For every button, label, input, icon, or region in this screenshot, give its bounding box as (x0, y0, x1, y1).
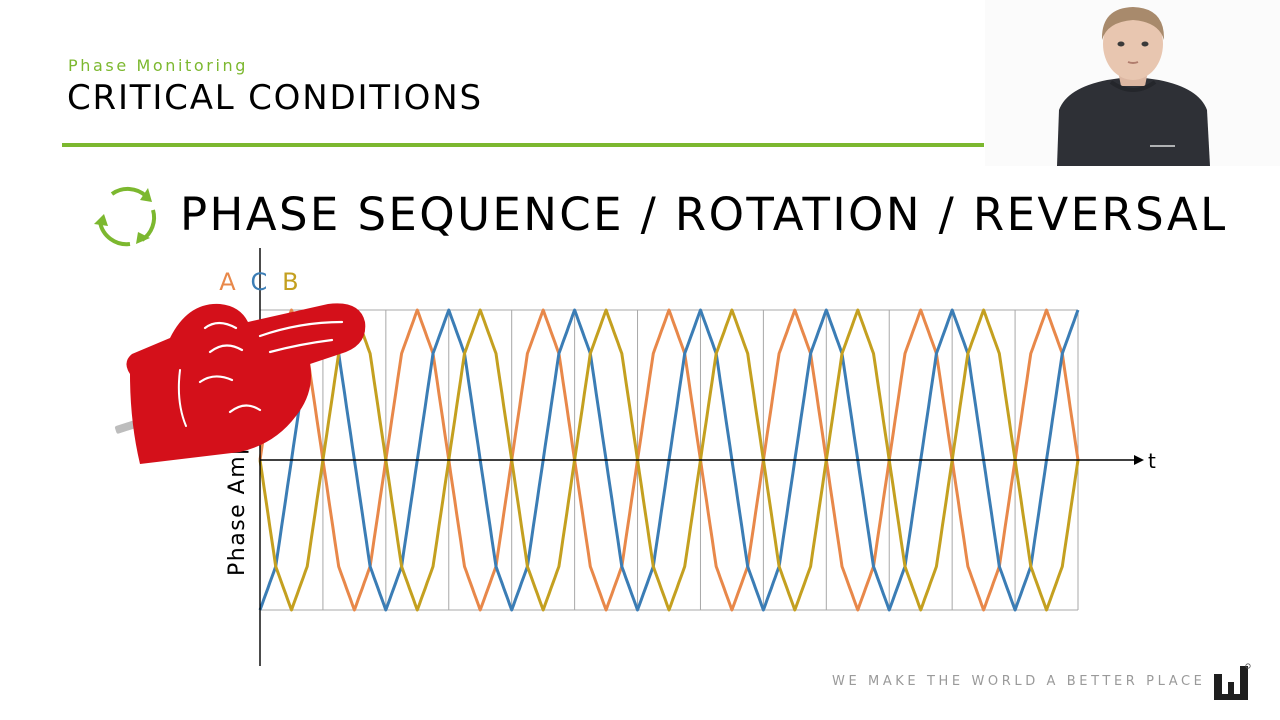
series-line-b (258, 308, 1080, 612)
slide-subtitle: Phase Monitoring (68, 56, 249, 75)
series-label-a: A (219, 268, 236, 296)
company-logo-icon (1212, 662, 1252, 702)
foam-hand-pointer-icon (110, 292, 380, 472)
header-divider (62, 143, 984, 147)
x-axis-arrow (1134, 455, 1144, 465)
slide-title: CRITICAL CONDITIONS (67, 78, 483, 118)
footer-tagline: WE MAKE THE WORLD A BETTER PLACE (832, 674, 1206, 689)
cycle-arrows-icon (90, 180, 162, 252)
presenter-video (985, 0, 1280, 166)
series-line-a (258, 308, 1080, 612)
series-label-b: B (282, 268, 298, 296)
presenter-figure (1057, 7, 1210, 166)
section-title: PHASE SEQUENCE / ROTATION / REVERSAL (180, 188, 1228, 241)
series-label-c: C (251, 268, 268, 296)
x-axis-label: t (1148, 449, 1156, 473)
